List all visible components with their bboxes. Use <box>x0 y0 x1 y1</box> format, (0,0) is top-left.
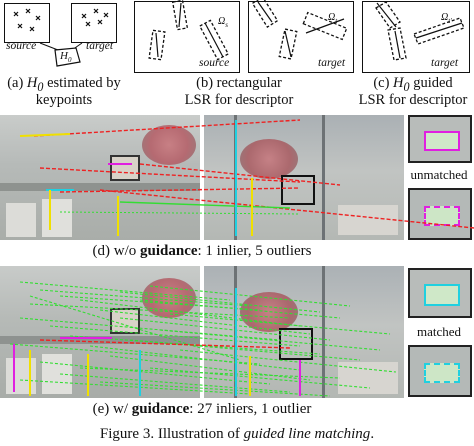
panel-c-target-label: target <box>431 57 459 69</box>
target-window-frame-2 <box>322 115 325 240</box>
source-pot-2 <box>42 199 72 237</box>
target-pots-e <box>338 362 398 394</box>
panel-b-target-omega: Ωt <box>328 12 338 25</box>
panel-b-caption-line2: LSR for descriptor <box>184 92 294 108</box>
target-focus-box-e <box>279 328 313 360</box>
row-d-source-photo <box>0 115 200 240</box>
panel-a-source-box <box>4 3 50 43</box>
source-flowers <box>142 125 196 165</box>
zoom-bottom-sign-e <box>424 363 460 383</box>
row-d-zoom-bottom <box>408 188 472 240</box>
source-shelf <box>0 183 200 191</box>
target-pots <box>338 205 398 235</box>
row-e-caption: (e) w/ guidance: 27 inliers, 1 outlier <box>92 401 312 417</box>
zoom-top-sign <box>424 131 460 151</box>
source-sign <box>110 155 140 181</box>
panel-b-source-label: source <box>199 57 230 69</box>
h0-label: H0 <box>60 50 72 65</box>
panel-a-caption-line1: (a) H0 estimated by <box>7 75 121 94</box>
row-d-zoom-top <box>408 115 472 163</box>
source-flowers-e <box>142 278 196 318</box>
panel-a-target-box <box>71 3 117 43</box>
panel-a-source-label: source <box>6 40 37 52</box>
panel-b-caption-line1: (b) rectangular <box>196 75 282 91</box>
panel-c-omega-prime: Ωt' <box>441 12 452 25</box>
row-e-side-label: matched <box>416 324 462 339</box>
panel-b-omega-label: Ωs <box>218 16 228 29</box>
row-e-zoom-bottom <box>408 345 472 397</box>
target-window-frame <box>234 115 237 240</box>
source-pot-e-1 <box>6 358 36 394</box>
row-d-side-label: unmatched <box>410 167 468 182</box>
panel-b-target-label: target <box>318 57 346 69</box>
target-window-frame-e2 <box>322 266 325 398</box>
source-sign-e <box>110 308 140 334</box>
target-flowers <box>240 139 298 179</box>
row-d-target-photo <box>204 115 404 240</box>
row-e-target-photo <box>204 266 404 398</box>
zoom-bottom-sign <box>424 206 460 226</box>
zoom-top-sign-e <box>424 284 460 306</box>
source-pot-e-2 <box>42 354 72 394</box>
row-d-caption: (d) w/o guidance: 1 inlier, 5 outliers <box>92 243 312 259</box>
panel-a-caption-line2: keypoints <box>35 92 93 108</box>
source-shelf-e <box>0 336 200 344</box>
row-e-source-photo <box>0 266 200 398</box>
panel-a-target-label: target <box>86 40 114 52</box>
panel-c-caption-line2: LSR for descriptor <box>358 92 468 108</box>
target-focus-box <box>281 175 315 205</box>
target-window-frame-e <box>234 266 237 398</box>
source-pot-1 <box>6 203 36 237</box>
panel-c-caption-line1: (c) H0 guided <box>373 75 453 94</box>
target-flowers-e <box>240 292 298 332</box>
figure-caption: Figure 3. Illustration of guided line ma… <box>99 426 375 442</box>
row-e-zoom-top <box>408 268 472 318</box>
